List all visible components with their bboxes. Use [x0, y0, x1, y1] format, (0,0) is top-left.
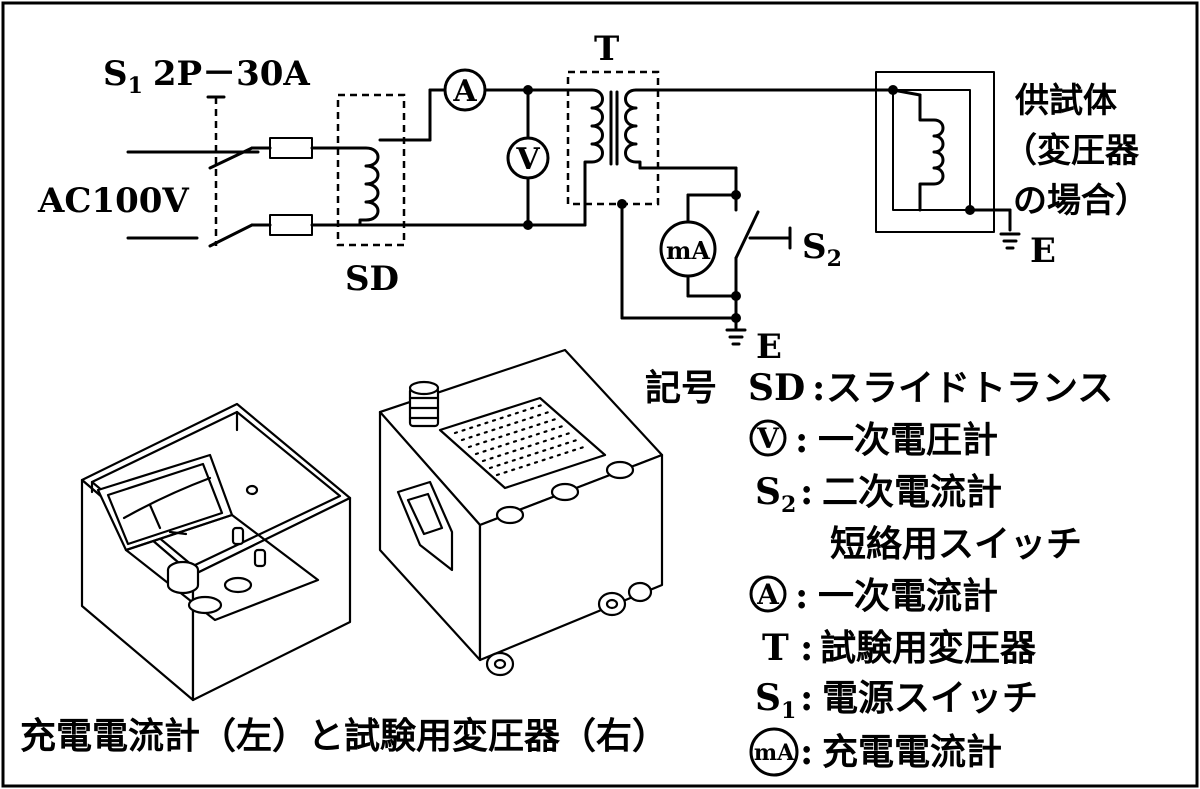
- legend-symbol-ma: mA: [754, 740, 795, 766]
- svg-text::: :: [800, 731, 813, 773]
- svg-text::: :: [800, 677, 813, 719]
- svg-text::: :: [795, 575, 808, 617]
- legend-symbol-t: T: [762, 627, 789, 669]
- illustration-caption: 充電電流計（左）と試験用変圧器（右）: [20, 715, 668, 757]
- switch2-label: S2: [802, 227, 842, 272]
- ammeter-letter: A: [452, 74, 477, 109]
- specimen-label-2: （変圧器: [1003, 131, 1140, 171]
- fuse-bottom: [269, 214, 313, 236]
- legend-desc-ma: 充電電流計: [822, 731, 1002, 773]
- legend-desc-t: 試験用変圧器: [820, 627, 1037, 669]
- slide-transformer-label: SD: [345, 259, 399, 299]
- charge-current-meter-illustration: [80, 402, 352, 702]
- test-transformer-illustration: [378, 348, 664, 677]
- legend-desc-s1: 電源スイッチ: [822, 677, 1038, 719]
- test-transformer-secondary: [624, 88, 642, 170]
- test-transformer-primary: [583, 88, 604, 227]
- test-transformer-label: T: [594, 29, 619, 69]
- legend-ammeter-icon: [749, 575, 787, 613]
- legend-milliammeter-icon: [749, 727, 799, 777]
- legend-desc-s2-cont: 短絡用スイッチ: [830, 523, 1082, 565]
- ground-symbol-2: [999, 232, 1021, 250]
- specimen-core: [892, 89, 971, 211]
- slide-transformer-coil: [358, 146, 380, 227]
- fuse-top: [269, 137, 313, 159]
- specimen-label-3: の場合）: [1013, 181, 1149, 221]
- ground-symbol-1: [725, 328, 747, 346]
- specimen-coil: [918, 93, 945, 212]
- legend-symbol-sd: SD: [748, 367, 805, 409]
- legend-symbol-s1: S1: [755, 677, 796, 724]
- voltmeter-letter: V: [515, 142, 540, 177]
- legend-voltmeter-icon: [749, 419, 787, 457]
- specimen-label-1: 供試体: [1014, 81, 1117, 121]
- svg-text::: :: [800, 471, 813, 513]
- source-label: AC100V: [37, 181, 189, 221]
- slide-transformer-box: [336, 93, 406, 247]
- switch1-symbol: [195, 95, 272, 248]
- vent-dots: [453, 402, 589, 477]
- milliammeter-letters: mA: [666, 236, 710, 265]
- svg-text::: :: [812, 367, 825, 409]
- switch2-blade: [734, 210, 760, 260]
- legend-desc-a: 一次電流計: [818, 575, 998, 617]
- legend-desc-sd: スライドトランス: [826, 367, 1113, 409]
- legend: 記号 SD : スライドトランス V : 一次電圧計 S2 : 二次電流計 短絡…: [645, 367, 1113, 777]
- legend-desc-s2: 二次電流計: [822, 471, 1002, 513]
- svg-text::: :: [795, 419, 808, 461]
- legend-title: 記号: [645, 367, 717, 409]
- ground-label-1: E: [756, 327, 782, 367]
- ground-label-2: E: [1030, 231, 1056, 271]
- voltmeter-symbol: [506, 136, 550, 180]
- legend-symbol-s2: S2: [755, 471, 796, 518]
- svg-text::: :: [800, 627, 813, 669]
- legend-symbol-v: V: [756, 422, 780, 455]
- specimen-box: [875, 71, 995, 233]
- legend-desc-v: 一次電圧計: [818, 419, 998, 461]
- test-transformer-box: [566, 70, 660, 206]
- legend-symbol-a: A: [756, 578, 780, 611]
